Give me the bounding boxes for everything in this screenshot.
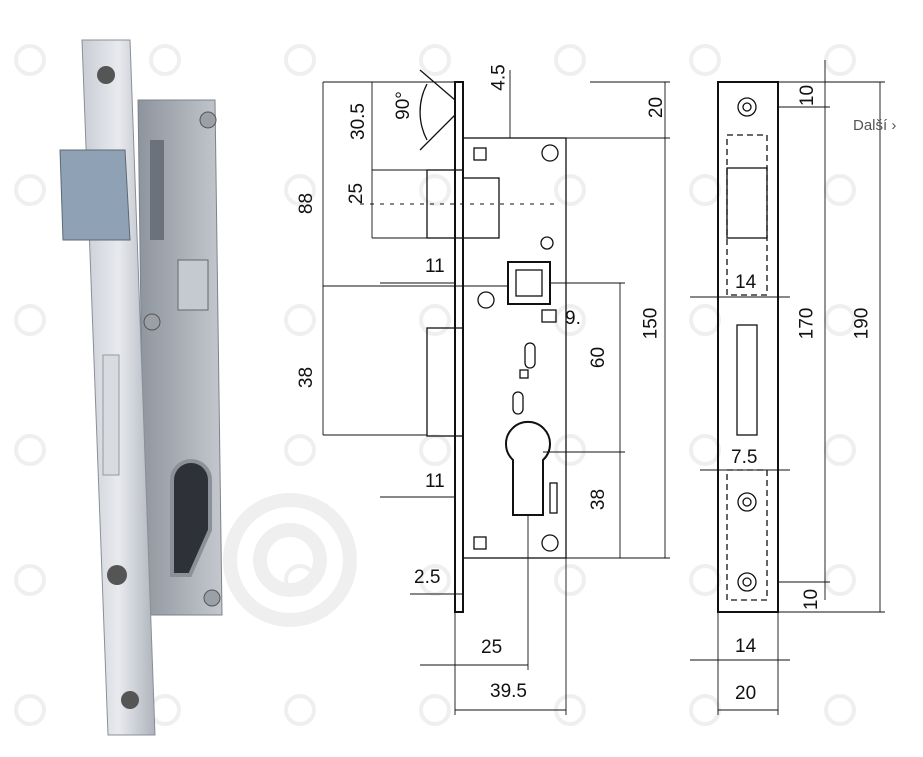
watermark-logo-mark	[554, 434, 586, 466]
watermark-logo-mark	[554, 44, 586, 76]
watermark-logo-mark	[14, 434, 46, 466]
watermark-logo-mark	[14, 44, 46, 76]
watermark-logo-mark	[824, 174, 856, 206]
dim-faceplate-thickness: 2.5	[414, 567, 441, 588]
dim-top-offset: 30.5	[347, 103, 369, 140]
dim-faceplate-width: 20	[735, 683, 757, 704]
faceplate-side-outline	[717, 81, 779, 613]
dim-latch-width: 14	[735, 272, 757, 293]
watermark-logo-mark	[554, 564, 586, 596]
dim-bolt-slot-width: 7.5	[731, 447, 758, 468]
watermark-logo-mark	[419, 304, 451, 336]
dim-bottom-hole-offset: 10	[801, 588, 823, 611]
dim-follower-square: 9.	[565, 308, 581, 329]
watermark-logo-mark	[149, 44, 181, 76]
dim-bolt-height: 38	[296, 366, 318, 389]
watermark-logo-mark	[284, 564, 316, 596]
watermark-logo-mark	[824, 434, 856, 466]
watermark-logo-mark	[284, 694, 316, 726]
watermark-logo-mark	[689, 44, 721, 76]
watermark-logo-mark	[284, 304, 316, 336]
watermark-logo-mark	[14, 564, 46, 596]
watermark-logo-mark	[824, 564, 856, 596]
dim-latch-angle: 90°	[392, 91, 414, 120]
dim-backset: 25	[481, 637, 503, 658]
dim-top-margin: 20	[646, 96, 668, 119]
dim-bottom-width: 14	[735, 636, 757, 657]
dim-case-height: 150	[640, 307, 662, 340]
dim-cylinder-to-bottom: 38	[588, 488, 610, 511]
watermark-logo-mark	[14, 304, 46, 336]
watermark-logo-mark	[419, 44, 451, 76]
watermark-logo-mark	[824, 44, 856, 76]
watermark-logo-mark	[14, 694, 46, 726]
dim-faceplate-length: 190	[851, 307, 873, 340]
watermark-logo-mark	[284, 174, 316, 206]
dim-latch-projection: 11	[425, 256, 445, 277]
watermark-logo-mark	[284, 44, 316, 76]
dim-top-hole-offset: 10	[797, 84, 819, 107]
watermark-logo-mark	[419, 694, 451, 726]
watermark-logo-mark	[824, 304, 856, 336]
dim-hole-spacing: 170	[796, 307, 818, 340]
next-image-link[interactable]: Další ›	[853, 117, 897, 134]
watermark-logo-mark	[419, 174, 451, 206]
dim-latch-to-follower: 88	[296, 192, 318, 215]
dim-cylinder-distance: 60	[588, 346, 610, 369]
watermark-logo-mark	[14, 174, 46, 206]
watermark-logo-mark	[554, 174, 586, 206]
dim-backset-top: 4.5	[488, 64, 510, 91]
dim-latch-height: 25	[346, 182, 368, 205]
dim-case-depth: 39.5	[490, 681, 527, 702]
watermark-logo-mark	[824, 694, 856, 726]
watermark-logo-mark	[284, 434, 316, 466]
dim-bolt-projection: 11	[425, 471, 445, 492]
